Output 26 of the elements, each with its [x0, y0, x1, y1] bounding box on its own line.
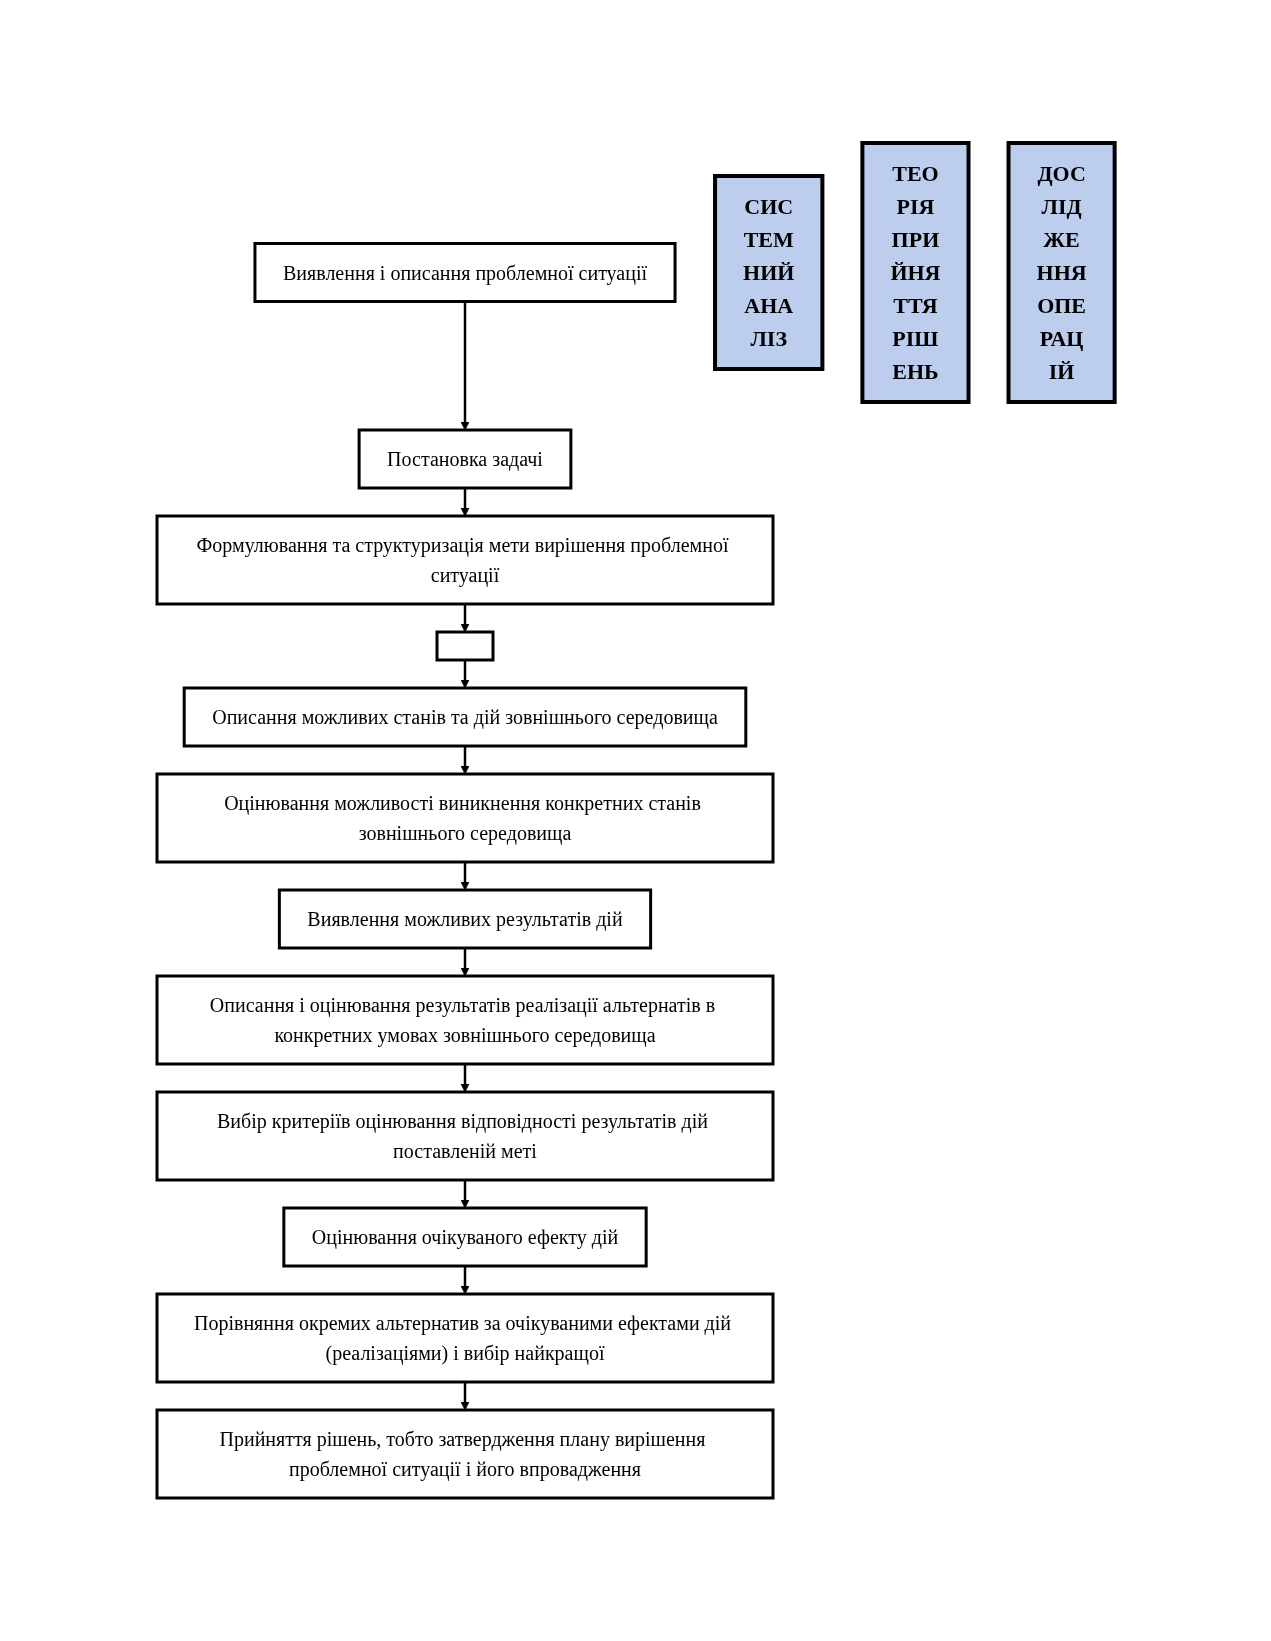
node-box: Постановка задачі	[357, 428, 573, 490]
node-box: Описання можливих станів та дій зовнішнього середовища	[182, 686, 747, 748]
node-box: ДОС ЛІД ЖЕ ННЯ ОПЕ РАЦ ІЙ	[1006, 141, 1117, 404]
node-box: Оцінювання можливості виникнення конкретних станів зовнішнього середовища	[155, 772, 775, 864]
node-box: ТЕО РІЯ ПРИ ЙНЯ ТТЯ РІШ ЕНЬ	[860, 141, 971, 404]
arrow	[460, 746, 470, 775]
node-box: Порівняння окремих альтернатив за очікуваними ефектами дій (реалізаціями) і вибір найкращої	[155, 1292, 775, 1384]
arrow	[460, 1382, 470, 1411]
arrow	[460, 1266, 470, 1295]
node-box: Вибір критеріїв оцінювання відповідності результатів дій поставленій меті	[155, 1090, 775, 1182]
node-box: СИС ТЕМ НИЙ АНА ЛІЗ	[712, 174, 825, 371]
node-box: Виявлення можливих результатів дій	[277, 888, 652, 950]
node-box: Описання і оцінювання результатів реалізації альтернатів в конкретних умовах зовнішнього середовища	[155, 974, 775, 1066]
arrow	[460, 604, 470, 633]
node-box: Виявлення і описання проблемної ситуації	[253, 242, 677, 303]
node-box: Формулювання та структуризація мети вирішення проблемної ситуації	[155, 514, 775, 606]
arrow	[460, 488, 470, 517]
arrow	[460, 948, 470, 977]
node-box: Прийняття рішень, тобто затвердження плану вирішення проблемної ситуації і його впровадження	[155, 1408, 775, 1500]
arrow	[460, 1064, 470, 1093]
arrow	[460, 862, 470, 891]
node-box: Оцінювання очікуваного ефекту дій	[282, 1206, 648, 1268]
arrow	[460, 1180, 470, 1209]
arrow	[460, 660, 470, 689]
node-box	[435, 630, 495, 662]
arrow	[460, 301, 470, 431]
